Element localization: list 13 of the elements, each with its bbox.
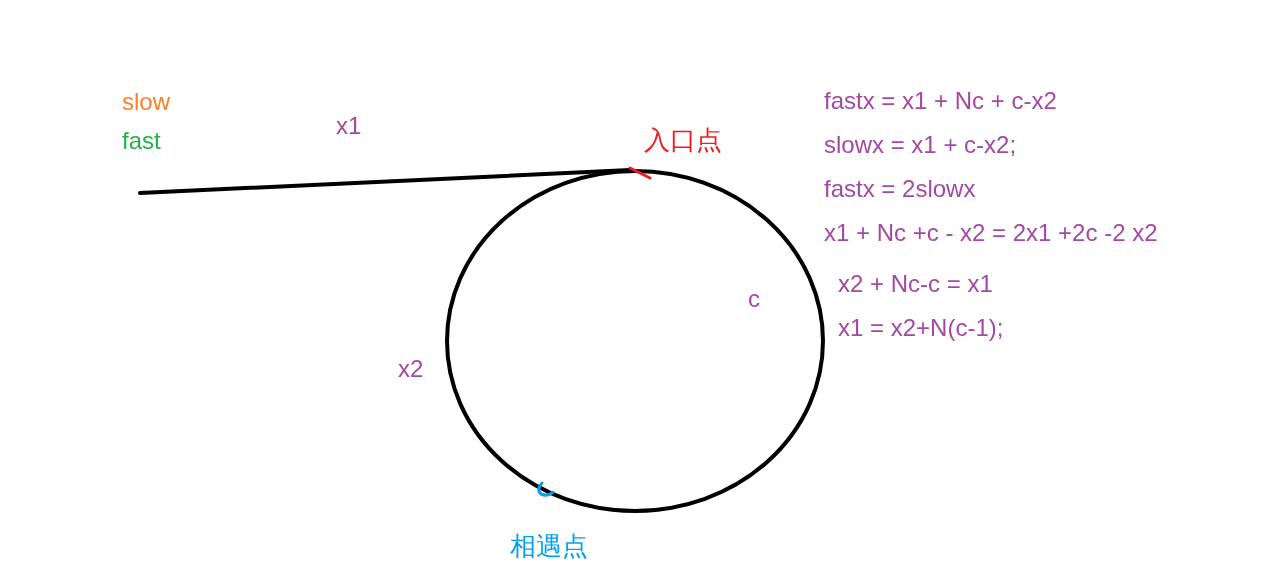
segment-label: c — [748, 287, 760, 311]
equation: x1 + Nc +c - x2 = 2x1 +2c -2 x2 — [824, 221, 1158, 245]
segment-label: x2 — [398, 357, 424, 381]
point-label: 相遇点 — [510, 533, 588, 559]
pointer-label: slow — [122, 90, 170, 114]
equation: fastx = x1 + Nc + c-x2 — [824, 89, 1057, 113]
pointer-label: fast — [122, 129, 161, 153]
equation: x1 = x2+N(c-1); — [838, 316, 1004, 340]
equation: fastx = 2slowx — [824, 177, 976, 201]
segment-label: x1 — [336, 114, 362, 138]
equation: slowx = x1 + c-x2; — [824, 133, 1017, 157]
equation: x2 + Nc-c = x1 — [838, 272, 993, 296]
point-label: 入口点 — [644, 127, 722, 153]
